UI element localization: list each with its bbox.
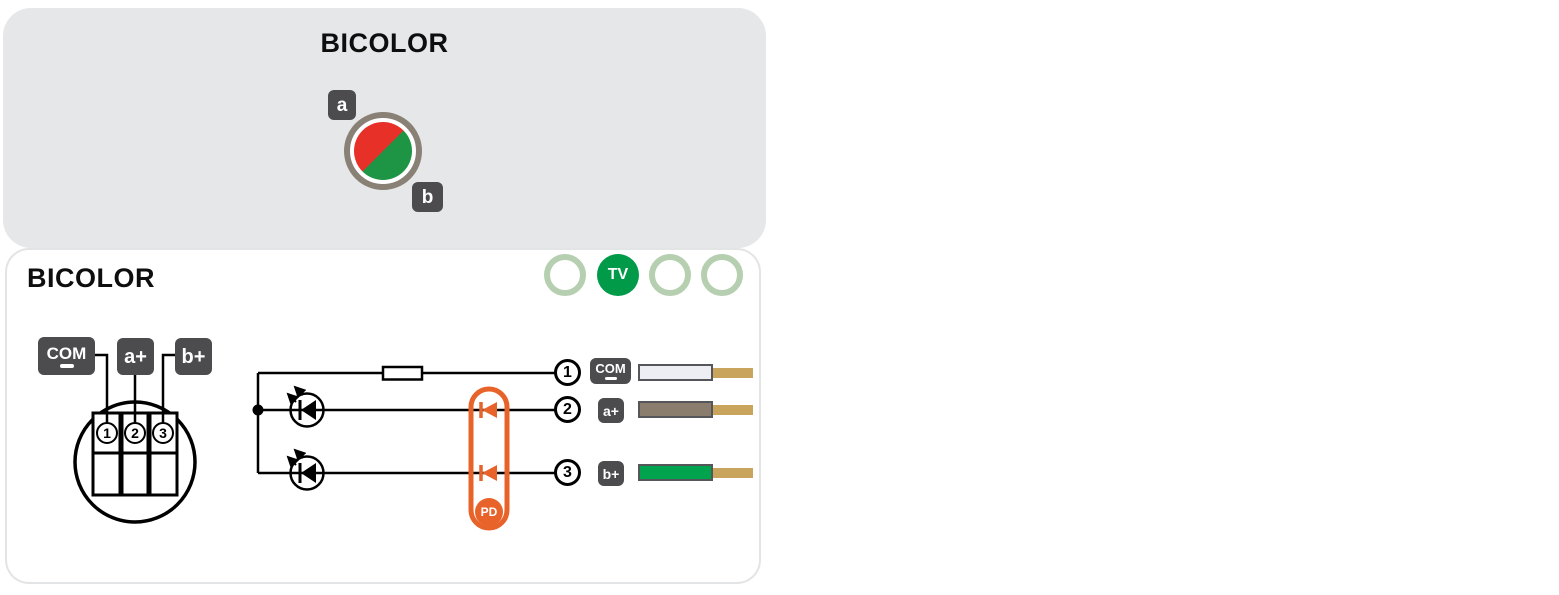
terminal-label-a-text: a+: [603, 402, 619, 419]
led-segment-a-label: a: [336, 94, 348, 116]
terminal-2-number: 2: [563, 400, 572, 418]
minus-polarity-icon: [604, 377, 617, 380]
terminal-1-number: 1: [563, 363, 572, 381]
terminal-2: 2: [554, 396, 581, 423]
led-b-symbol: [286, 448, 325, 491]
wire-b-plus-tip: [713, 468, 753, 478]
junction-dot: [252, 404, 264, 416]
wiring-title: BICOLOR: [27, 263, 155, 293]
terminal-label-a-plus: a+: [598, 398, 624, 423]
led-segment-b-badge: b: [412, 182, 443, 212]
wire-com: [638, 364, 713, 381]
format-circle-tv: TV: [597, 254, 639, 296]
connector-label-b-text: b+: [181, 345, 206, 368]
wire-b-plus: [638, 464, 713, 481]
connector-label-b-plus: b+: [175, 338, 212, 375]
terminal-3: 3: [554, 459, 581, 486]
bicolor-led-lens: [354, 122, 412, 180]
wire-a-plus: [638, 401, 713, 418]
connector-label-a-plus: a+: [117, 338, 154, 375]
label-leader-lines: [95, 353, 175, 426]
bicolor-led-icon: [344, 112, 422, 190]
connector-label-com: COM: [38, 337, 95, 375]
terminal-3-number: 3: [563, 463, 572, 481]
pin-1-number: 1: [103, 425, 111, 441]
minus-polarity-icon: [59, 363, 74, 368]
terminal-1: 1: [554, 359, 581, 386]
pd-badge: PD: [475, 498, 503, 526]
connector-pin-3: 3: [152, 422, 174, 444]
format-circle-3: [649, 254, 691, 296]
connector-label-com-text: COM: [46, 343, 87, 363]
pd-capsule-outline: [468, 386, 510, 531]
connector-pin-1: 1: [96, 422, 118, 444]
resistor-symbol: [381, 365, 424, 381]
format-tv-label: TV: [607, 266, 629, 283]
pd-label: PD: [480, 505, 498, 519]
connector-label-a-text: a+: [124, 345, 147, 368]
pin-2-number: 2: [131, 425, 139, 441]
wiring-panel: BICOLOR TV: [5, 248, 761, 584]
format-circle-1: [544, 254, 586, 296]
protection-diode-b: [479, 465, 497, 481]
led-segment-a-badge: a: [328, 90, 356, 120]
led-a-symbol: [286, 385, 325, 428]
pd-capsule-bg: [471, 389, 507, 528]
product-panel: BICOLOR a b: [3, 8, 766, 248]
led-segment-b-label: b: [421, 186, 434, 208]
pin-3-number: 3: [159, 425, 167, 441]
format-circle-4: [701, 254, 743, 296]
terminal-label-com-text: COM: [595, 361, 626, 376]
protection-diode-a: [479, 402, 497, 418]
terminal-label-b-text: b+: [602, 465, 620, 482]
terminal-label-b-plus: b+: [598, 461, 624, 486]
terminal-label-com: COM: [590, 358, 631, 384]
product-title: BICOLOR: [320, 28, 449, 58]
wire-a-plus-tip: [713, 405, 753, 415]
wire-com-tip: [713, 368, 753, 378]
connector-pin-2: 2: [124, 422, 146, 444]
